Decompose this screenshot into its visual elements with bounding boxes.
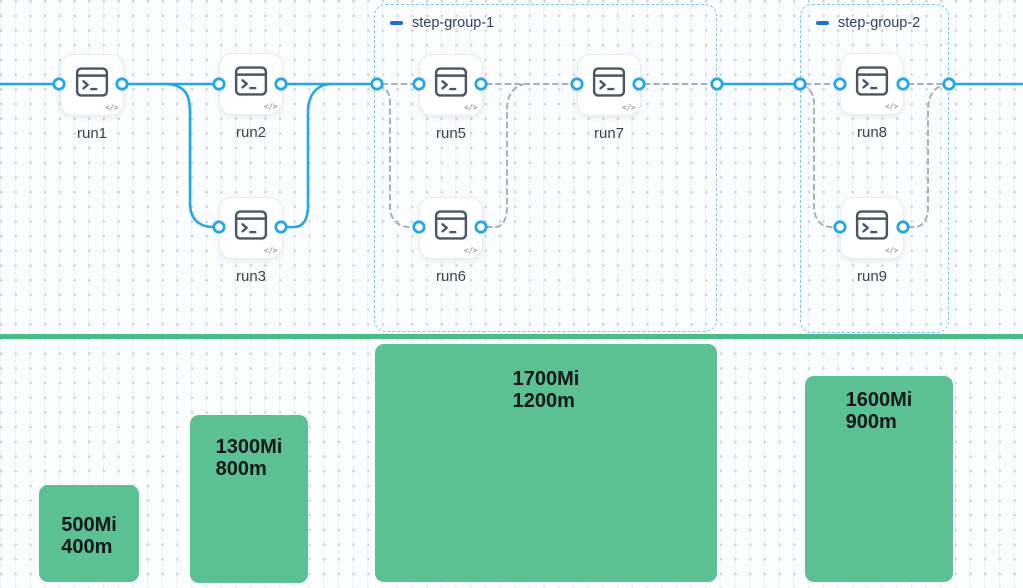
node-label: run1 xyxy=(76,125,108,142)
collapse-minus-icon[interactable] xyxy=(390,21,403,25)
memory-value: 1600Mi xyxy=(845,389,913,411)
terminal-icon xyxy=(592,67,626,97)
node-run3[interactable]: </> run3 xyxy=(219,197,283,285)
code-icon: </> xyxy=(885,246,898,255)
terminal-icon xyxy=(855,210,889,240)
resource-bar-label: 1700Mi 1200m xyxy=(513,368,580,412)
node-label: run2 xyxy=(235,124,267,141)
step-group-1-container[interactable]: step-group-1 xyxy=(374,4,717,332)
node-run8[interactable]: </> run8 xyxy=(840,53,904,141)
node-run7[interactable]: </> run7 xyxy=(577,54,641,142)
code-icon: </> xyxy=(464,103,477,112)
memory-value: 500Mi xyxy=(61,514,117,536)
code-icon: </> xyxy=(264,102,277,111)
node-run6[interactable]: </> run6 xyxy=(419,197,483,285)
edge-run1-run3[interactable] xyxy=(164,82,215,229)
step-group-2-container[interactable]: step-group-2 xyxy=(800,4,949,333)
terminal-icon xyxy=(434,210,468,240)
terminal-icon xyxy=(855,66,889,96)
resource-bar-step-group-1: 1700Mi 1200m xyxy=(375,344,717,582)
node-label: run8 xyxy=(856,124,888,141)
cpu-value: 800m xyxy=(215,458,267,480)
node-run9[interactable]: </> run9 xyxy=(840,197,904,285)
code-icon: </> xyxy=(264,246,277,255)
group-label: step-group-1 xyxy=(412,15,495,31)
code-icon: </> xyxy=(885,102,898,111)
terminal-icon xyxy=(234,210,268,240)
node-label: run5 xyxy=(435,125,467,142)
cpu-value: 1200m xyxy=(512,390,575,412)
resource-bar-label: 1300Mi 800m xyxy=(216,436,283,480)
group-label: step-group-2 xyxy=(838,15,921,31)
cpu-value: 900m xyxy=(845,411,897,433)
node-label: run9 xyxy=(856,268,888,285)
resource-bar-run2-run3: 1300Mi 800m xyxy=(190,415,308,583)
code-icon: </> xyxy=(464,246,477,255)
memory-value: 1700Mi xyxy=(512,368,580,390)
terminal-icon xyxy=(75,67,109,97)
code-icon: </> xyxy=(622,103,635,112)
node-run2[interactable]: </> run2 xyxy=(219,53,283,141)
memory-value: 1300Mi xyxy=(215,436,283,458)
node-run5[interactable]: </> run5 xyxy=(419,54,483,142)
code-icon: </> xyxy=(105,103,118,112)
terminal-icon xyxy=(234,66,268,96)
resource-bar-step-group-2: 1600Mi 900m xyxy=(805,376,953,582)
step-group-1-header: step-group-1 xyxy=(375,5,716,31)
edge-run3-merge[interactable] xyxy=(285,82,334,229)
cpu-value: 400m xyxy=(61,536,113,558)
terminal-icon xyxy=(434,67,468,97)
node-run1[interactable]: </> run1 xyxy=(60,54,124,142)
node-label: run3 xyxy=(235,268,267,285)
resource-divider-line xyxy=(0,334,1023,339)
resource-bar-label: 1600Mi 900m xyxy=(846,389,913,433)
node-label: run6 xyxy=(435,268,467,285)
resource-bar-run1: 500Mi 400m xyxy=(39,485,139,582)
node-label: run7 xyxy=(593,125,625,142)
resource-bar-label: 500Mi 400m xyxy=(61,514,117,558)
step-group-2-header: step-group-2 xyxy=(801,5,948,31)
collapse-minus-icon[interactable] xyxy=(816,21,829,25)
